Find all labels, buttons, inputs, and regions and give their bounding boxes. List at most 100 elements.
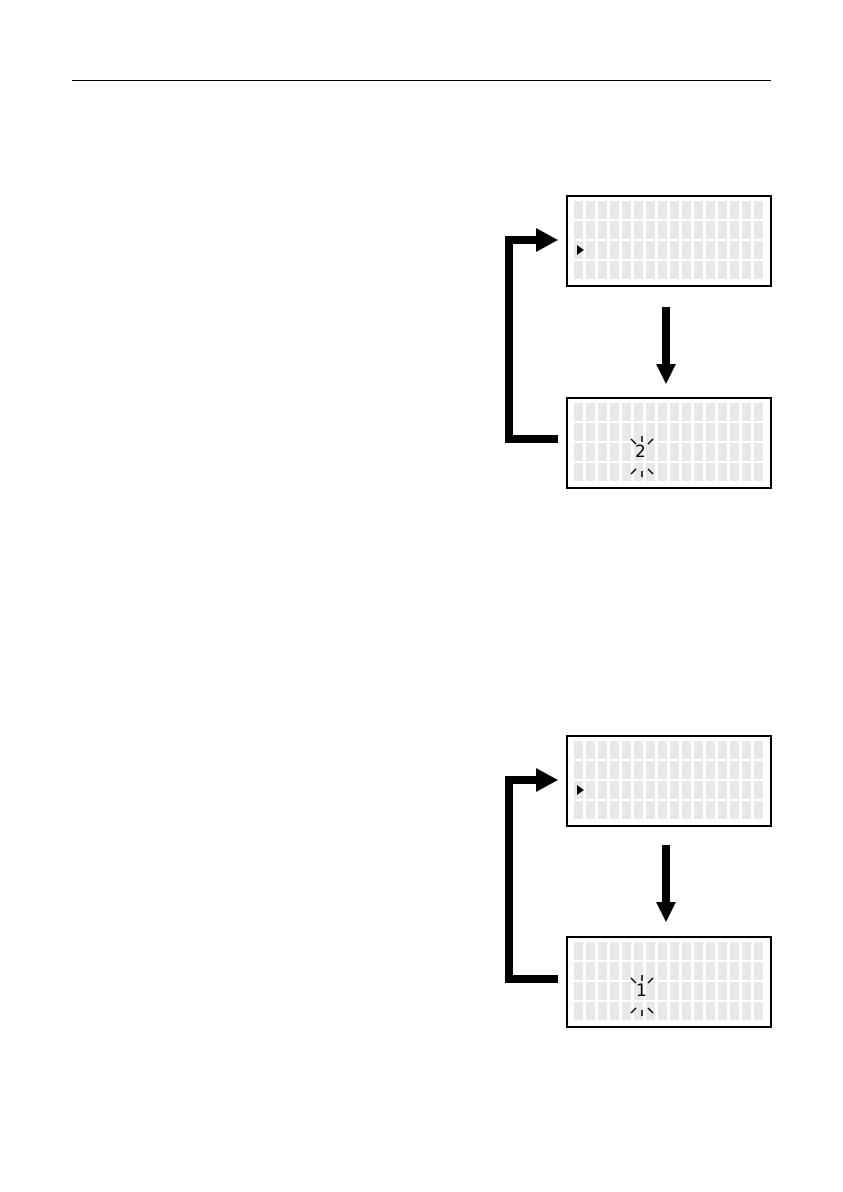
lcd-cell [682, 781, 691, 799]
lcd-cell [622, 261, 631, 279]
lcd-cell [742, 741, 751, 759]
lcd-cell [622, 781, 631, 799]
lcd-cell [646, 241, 655, 259]
lcd-cell [598, 781, 607, 799]
lcd-cell [682, 403, 691, 421]
lcd-cell [574, 201, 583, 219]
lcd-cell [742, 982, 751, 1000]
lcd-cell [754, 801, 763, 819]
lcd-cell [694, 962, 703, 980]
lcd-cell [574, 463, 583, 481]
lcd-cell [610, 942, 619, 960]
lcd-cell [622, 741, 631, 759]
lcd-cell [658, 201, 667, 219]
lcd-cell [598, 261, 607, 279]
lcd-cell [658, 741, 667, 759]
lcd-cell [646, 741, 655, 759]
lcd-cell [670, 201, 679, 219]
lcd-cell [682, 741, 691, 759]
lcd-cell [646, 201, 655, 219]
lcd-cell [670, 982, 679, 1000]
lcd-cell [598, 463, 607, 481]
lcd-cell [694, 801, 703, 819]
lcd-cell [586, 443, 595, 461]
lcd-cell [730, 962, 739, 980]
lcd-cell [646, 261, 655, 279]
lcd-cell [682, 982, 691, 1000]
lcd-cell [646, 801, 655, 819]
lcd-cell [634, 741, 643, 759]
lcd-cell [574, 1002, 583, 1020]
lcd-cell [574, 982, 583, 1000]
lcd-cell [586, 761, 595, 779]
lcd-cell [718, 801, 727, 819]
lcd-cell [658, 241, 667, 259]
lcd-cell [622, 761, 631, 779]
lcd-cell [730, 443, 739, 461]
lcd-cell [682, 801, 691, 819]
lcd-cell [670, 801, 679, 819]
lcd-cell [718, 781, 727, 799]
lcd-cell [706, 741, 715, 759]
lcd-cell [670, 443, 679, 461]
lcd-cell [658, 781, 667, 799]
lcd-cell [754, 201, 763, 219]
lcd-cell [742, 781, 751, 799]
lcd-cell [622, 201, 631, 219]
lcd-screen-blink: 2 [566, 397, 772, 489]
lcd-cell [574, 443, 583, 461]
lcd-cell [742, 962, 751, 980]
lcd-cell [634, 403, 643, 421]
lcd-cell [610, 761, 619, 779]
lcd-cell [622, 241, 631, 259]
lcd-cell [754, 443, 763, 461]
lcd-cell [586, 201, 595, 219]
lcd-cell [706, 1002, 715, 1020]
lcd-cell [598, 241, 607, 259]
lcd-cell [670, 1002, 679, 1020]
lcd-cell [730, 982, 739, 1000]
lcd-cell [598, 1002, 607, 1020]
lcd-cell [598, 982, 607, 1000]
lcd-cell [718, 982, 727, 1000]
lcd-cell [730, 942, 739, 960]
lcd-cell [586, 221, 595, 239]
lcd-cell [586, 423, 595, 441]
lcd-cell [754, 1002, 763, 1020]
lcd-cell [682, 261, 691, 279]
lcd-screen-menu [566, 195, 772, 287]
lcd-cell [658, 221, 667, 239]
lcd-cell [610, 261, 619, 279]
lcd-cell [598, 741, 607, 759]
lcd-cell [598, 801, 607, 819]
lcd-cell [754, 423, 763, 441]
lcd-cell [718, 261, 727, 279]
lcd-cell [694, 942, 703, 960]
lcd-cell [694, 741, 703, 759]
lcd-cell [730, 221, 739, 239]
lcd-cell [682, 201, 691, 219]
lcd-cell [730, 201, 739, 219]
lcd-cell [634, 241, 643, 259]
lcd-cell [586, 781, 595, 799]
lcd-cell [598, 423, 607, 441]
lcd-cell [610, 982, 619, 1000]
lcd-cell [610, 962, 619, 980]
lcd-cell [742, 942, 751, 960]
lcd-cell [658, 942, 667, 960]
lcd-cell [706, 982, 715, 1000]
lcd-cell-grid [568, 737, 770, 825]
lcd-cell [730, 423, 739, 441]
lcd-cell [742, 261, 751, 279]
lcd-cell [742, 201, 751, 219]
lcd-cell [754, 261, 763, 279]
lcd-cell [742, 443, 751, 461]
lcd-cell [622, 942, 631, 960]
lcd-cell [718, 1002, 727, 1020]
lcd-cell [754, 761, 763, 779]
lcd-cell [742, 1002, 751, 1020]
lcd-cell [598, 761, 607, 779]
lcd-cell [754, 221, 763, 239]
lcd-cell [670, 781, 679, 799]
lcd-cell [670, 241, 679, 259]
